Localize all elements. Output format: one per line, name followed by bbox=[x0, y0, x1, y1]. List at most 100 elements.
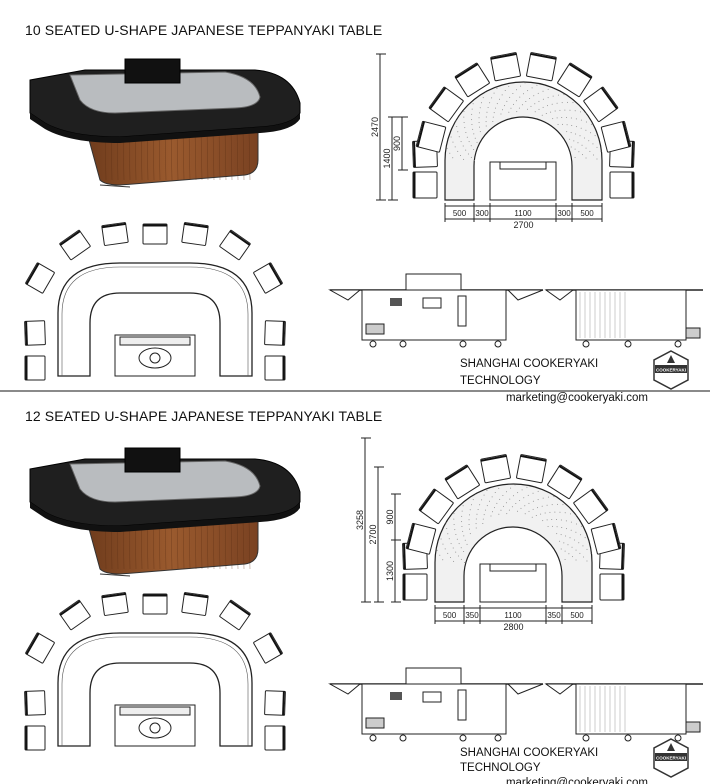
granite-speckle bbox=[537, 92, 539, 94]
wood-slat bbox=[242, 129, 245, 181]
chair bbox=[415, 120, 447, 153]
wheel bbox=[369, 734, 377, 742]
granite-speckle bbox=[495, 107, 497, 109]
render-3d bbox=[29, 58, 301, 188]
granite-speckle bbox=[465, 132, 467, 134]
chair-seat bbox=[405, 522, 437, 555]
width-dimension-label: 350 bbox=[465, 611, 479, 620]
chair-seat bbox=[412, 171, 438, 199]
granite-speckle bbox=[561, 116, 563, 118]
wood-slat bbox=[242, 518, 245, 570]
granite-speckle bbox=[542, 520, 544, 522]
chair bbox=[490, 52, 521, 82]
elevation-views bbox=[328, 273, 703, 348]
chair bbox=[418, 488, 454, 525]
granite-speckle bbox=[588, 140, 590, 142]
logo-text: COOKERYAKI bbox=[656, 756, 686, 761]
granite-speckle bbox=[486, 505, 488, 507]
company-email[interactable]: marketing@cookeryaki.com bbox=[505, 777, 648, 784]
granite-speckle bbox=[556, 503, 558, 505]
chair-seat bbox=[59, 229, 91, 261]
granite-speckle bbox=[463, 111, 465, 113]
logo-band bbox=[655, 753, 687, 761]
chair-back bbox=[268, 632, 283, 655]
counter-outline bbox=[57, 632, 253, 747]
chair bbox=[600, 120, 632, 153]
height-dimension-label: 1400 bbox=[382, 148, 392, 168]
exhaust-hood bbox=[124, 58, 181, 84]
height-dimension-label: 3258 bbox=[355, 510, 365, 530]
chair-back bbox=[101, 592, 126, 599]
granite-speckle bbox=[493, 92, 495, 94]
wood-slat bbox=[188, 129, 191, 181]
left-flap bbox=[328, 683, 362, 695]
granite-speckle bbox=[468, 519, 470, 521]
granite-speckle bbox=[582, 154, 584, 156]
company-logo: COOKERYAKI bbox=[653, 738, 689, 778]
chair-seat bbox=[444, 464, 480, 500]
granite-speckle bbox=[498, 487, 500, 489]
panel-10-seated: 10 SEATED U-SHAPE JAPANESE TEPPANYAKI TA… bbox=[0, 22, 710, 404]
granite-speckle bbox=[541, 505, 543, 507]
granite-speckle bbox=[446, 527, 448, 529]
side-cabinet bbox=[575, 683, 687, 735]
granite-speckle bbox=[456, 538, 458, 540]
granite-speckle bbox=[536, 84, 538, 86]
wheel bbox=[459, 734, 467, 742]
granite-speckle bbox=[594, 135, 596, 137]
chair-back bbox=[184, 592, 209, 599]
granite-speckle bbox=[574, 148, 576, 150]
panel-title: 10 SEATED U-SHAPE JAPANESE TEPPANYAKI TA… bbox=[25, 22, 383, 38]
granite-speckle bbox=[561, 526, 563, 528]
granite-speckle bbox=[502, 494, 504, 496]
chair-back bbox=[600, 87, 618, 110]
granite-speckle bbox=[574, 156, 576, 158]
granite-speckle bbox=[506, 100, 508, 102]
granite-speckle bbox=[498, 513, 500, 515]
granite-speckle bbox=[492, 121, 494, 123]
chair bbox=[181, 592, 209, 616]
granite-speckle bbox=[491, 97, 493, 99]
granite-speckle bbox=[592, 143, 594, 145]
granite-speckle bbox=[473, 133, 475, 135]
granite-speckle bbox=[534, 111, 536, 113]
company-logo: COOKERYAKI bbox=[653, 350, 689, 390]
company-email[interactable]: marketing@cookeryaki.com bbox=[505, 392, 648, 404]
granite-speckle bbox=[517, 510, 519, 512]
wheel bbox=[494, 340, 502, 348]
vent-grille bbox=[365, 323, 385, 335]
chair-back bbox=[568, 63, 592, 79]
granite-speckle bbox=[550, 111, 552, 113]
chair-back bbox=[490, 52, 517, 60]
granite-speckle bbox=[482, 518, 484, 520]
granite-speckle bbox=[583, 137, 585, 139]
granite-speckle bbox=[529, 98, 531, 100]
granite-speckle bbox=[532, 500, 534, 502]
counter-outline bbox=[57, 262, 253, 377]
granite-speckle bbox=[526, 486, 528, 488]
granite-speckle bbox=[452, 141, 454, 143]
chair bbox=[181, 222, 209, 246]
wood-slat bbox=[206, 129, 209, 181]
wheel bbox=[582, 340, 590, 348]
granite-speckle bbox=[470, 145, 472, 147]
granite-speckle bbox=[517, 492, 519, 494]
granite-speckle bbox=[564, 558, 566, 560]
granite-speckle bbox=[453, 513, 455, 515]
granite-speckle bbox=[457, 150, 459, 152]
chair-back bbox=[25, 262, 40, 285]
vent-grille bbox=[365, 717, 385, 729]
logo-chef-icon bbox=[667, 355, 675, 363]
logo-band bbox=[655, 365, 687, 373]
griddle-plate bbox=[489, 563, 537, 572]
granite-speckle bbox=[510, 107, 512, 109]
side-cabinet bbox=[575, 289, 687, 341]
granite-speckle bbox=[460, 141, 462, 143]
chair bbox=[25, 262, 55, 294]
chair-seat bbox=[402, 573, 428, 601]
granite-speckle bbox=[523, 497, 525, 499]
granite-speckle bbox=[457, 555, 459, 557]
granite-speckle bbox=[570, 521, 572, 523]
granite-speckle bbox=[508, 111, 510, 113]
wheel bbox=[674, 340, 682, 348]
